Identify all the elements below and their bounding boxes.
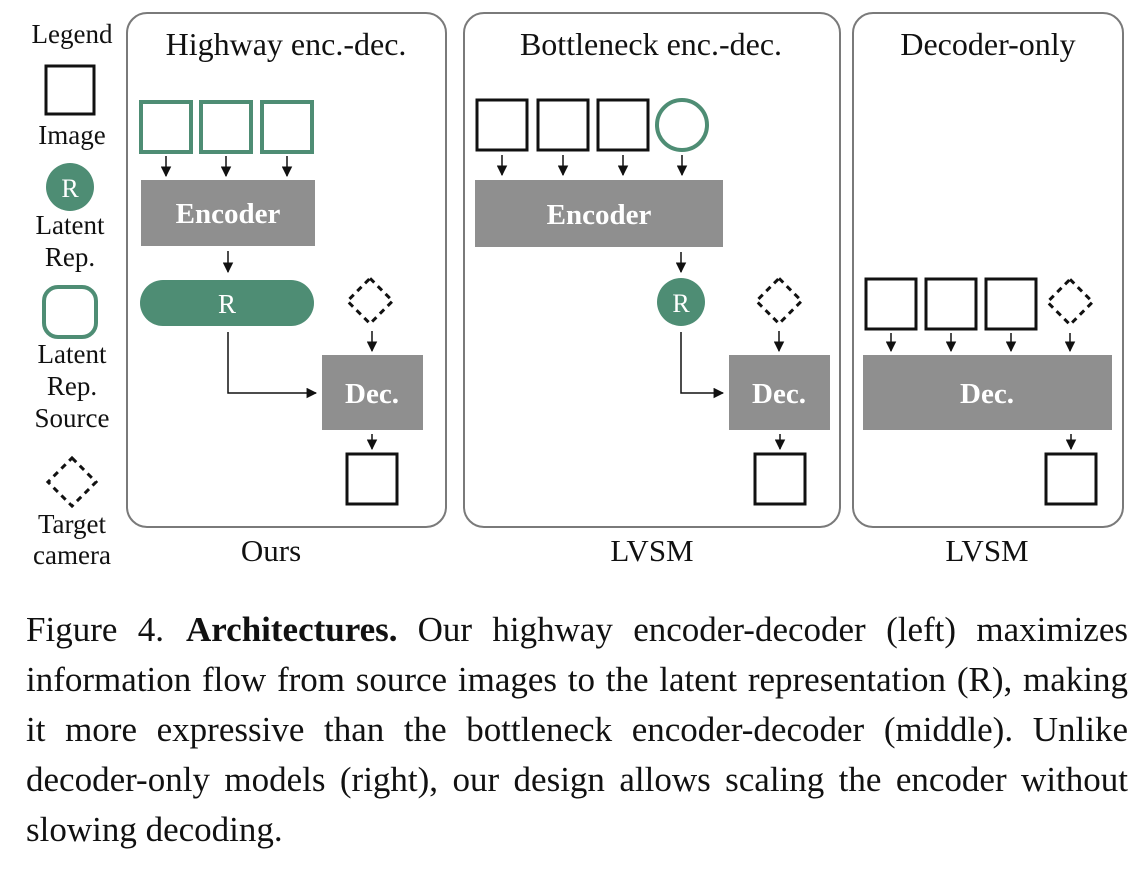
legend-heading: Legend: [32, 19, 113, 49]
highway-latent-label: R: [218, 289, 236, 319]
caption-title: Architectures.: [186, 610, 398, 649]
caption-figure-number: Figure 4.: [26, 610, 164, 649]
legend-target-camera-icon: [45, 455, 99, 509]
bottleneck-latent-label: R: [672, 289, 690, 318]
panel-bottleneck-footer: LVSM: [610, 533, 693, 568]
legend-image-label: Image: [38, 120, 105, 150]
bottleneck-latent-rep: [657, 278, 705, 326]
figure-caption: Figure 4. Architectures.Our highway encod…: [26, 605, 1128, 855]
bottleneck-arrow-latent-decoder: [680, 332, 725, 399]
highway-decoder-block: [322, 355, 423, 430]
panel-bottleneck-title: Bottleneck enc.-dec.: [520, 26, 782, 62]
bottleneck-encoder-label: Encoder: [547, 199, 652, 231]
legend-latent-source-line2: Rep.: [47, 371, 97, 401]
bottleneck-target-camera-icon: [754, 276, 804, 326]
panel-decoder-only: Decoder-only Dec.: [852, 12, 1124, 528]
legend-latent-rep-letter: R: [61, 174, 79, 203]
bottleneck-output-image: [753, 452, 807, 506]
highway-encoder-label: Encoder: [176, 198, 281, 230]
decoder-only-output-image: [1044, 452, 1098, 506]
highway-decoder-label: Dec.: [345, 378, 399, 410]
panel-highway: Highway enc.-dec. Encoder R Dec.: [126, 12, 447, 528]
caption-body: Our highway encoder-decoder (left) maxim…: [26, 610, 1128, 849]
decoder-only-decoder-label: Dec.: [960, 378, 1014, 410]
panel-highway-frame: [126, 12, 447, 528]
legend-image-icon: [44, 64, 96, 116]
panel-decoder-only-frame: [852, 12, 1124, 528]
architecture-diagram: Legend Image R Latent Rep. Latent Rep. S…: [32, 12, 1124, 570]
legend-latent-rep-line1: Latent: [36, 210, 105, 240]
bottleneck-source-image-1: [475, 98, 529, 152]
bottleneck-latent-source-token: [655, 98, 709, 152]
decoder-only-decoder-block: [863, 355, 1112, 430]
decoder-only-source-image-1: [864, 277, 918, 331]
bottleneck-encoder-block: [475, 180, 723, 247]
legend-latent-rep-icon: [46, 163, 94, 211]
highway-output-image: [345, 452, 399, 506]
legend-target-line2: camera: [33, 540, 111, 570]
bottleneck-source-image-2: [536, 98, 590, 152]
highway-source-image-2: [199, 100, 253, 154]
bottleneck-decoder-block: [729, 355, 830, 430]
panel-decoder-only-title: Decoder-only: [900, 26, 1075, 62]
highway-source-image-1: [139, 100, 193, 154]
decoder-only-target-camera-icon: [1045, 277, 1095, 327]
panel-highway-footer: Ours: [241, 533, 301, 568]
legend-target-line1: Target: [38, 509, 107, 539]
legend-latent-source-icon: [42, 285, 98, 339]
highway-target-camera-icon: [345, 276, 395, 326]
legend-latent-source-line3: Source: [35, 403, 110, 433]
decoder-only-source-image-2: [924, 277, 978, 331]
bottleneck-source-image-3: [596, 98, 650, 152]
decoder-only-source-image-3: [984, 277, 1038, 331]
panel-highway-title: Highway enc.-dec.: [166, 26, 407, 62]
panel-bottleneck: Bottleneck enc.-dec. Encoder R Dec.: [463, 12, 841, 528]
legend-latent-rep-line2: Rep.: [45, 242, 95, 272]
highway-arrow-latent-decoder: [227, 332, 318, 399]
highway-encoder-block: [141, 180, 315, 246]
panel-decoder-only-footer: LVSM: [945, 533, 1028, 568]
highway-source-image-3: [260, 100, 314, 154]
legend: Legend Image R Latent Rep. Latent Rep. S…: [32, 19, 113, 570]
highway-latent-rep: [140, 280, 314, 326]
bottleneck-decoder-label: Dec.: [752, 378, 806, 410]
legend-latent-source-line1: Latent: [38, 339, 107, 369]
panel-bottleneck-frame: [463, 12, 841, 528]
